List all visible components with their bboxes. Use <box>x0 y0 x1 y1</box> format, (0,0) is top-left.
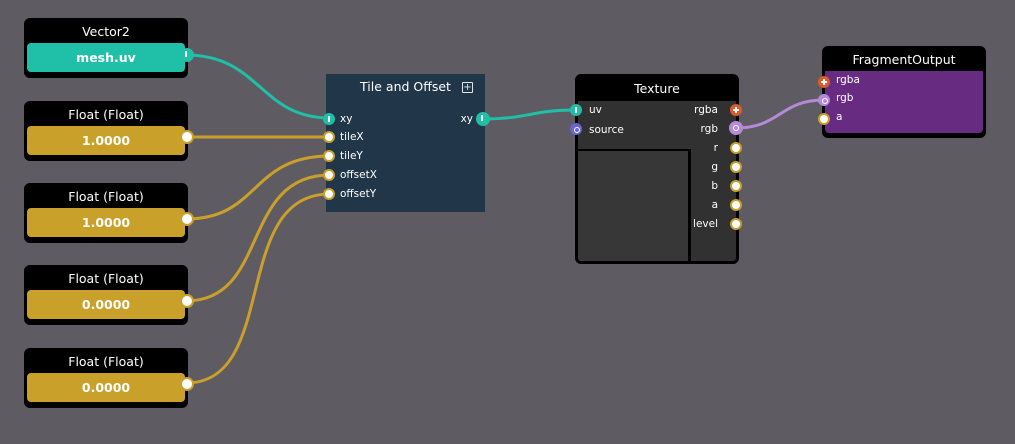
float4-output-port[interactable] <box>180 377 194 391</box>
node-title: Vector2 <box>27 21 185 43</box>
wire-vector2-to-tile-xy <box>185 53 331 120</box>
node-title: Float (Float) <box>27 268 185 290</box>
wire-texture-rgb-to-fragment-rgb <box>735 98 825 130</box>
input-label-rgba: rgba <box>836 74 860 86</box>
texture-output-port-rgb[interactable] <box>729 121 743 135</box>
texture-output-port-g[interactable] <box>730 161 742 173</box>
fragment-input-port-a[interactable] <box>818 113 830 125</box>
output-label-rgb: rgb <box>700 123 718 135</box>
tile-input-port-offsety[interactable] <box>323 188 335 200</box>
tile-input-port-offsetx[interactable] <box>323 169 335 181</box>
input-label-a: a <box>836 111 843 123</box>
wire-tile-to-texture-uv <box>481 108 577 121</box>
texture-output-port-a[interactable] <box>730 199 742 211</box>
output-label-r: r <box>713 142 718 154</box>
float-value-2[interactable]: 1.0000 <box>27 208 185 237</box>
input-label-tiley: tileY <box>340 150 363 162</box>
input-label-offsety: offsetY <box>340 188 377 200</box>
fragment-body: rgba rgb a <box>825 71 983 133</box>
texture-input-port-source[interactable] <box>570 123 582 135</box>
texture-body: uv source rgba rgb r g b a level <box>578 101 736 261</box>
float-node-1[interactable]: Float (Float) 1.0000 <box>24 101 188 161</box>
vector2-node[interactable]: Vector2 mesh.uv <box>24 18 188 78</box>
output-label-a: a <box>711 199 718 211</box>
float-node-4[interactable]: Float (Float) 0.0000 <box>24 348 188 408</box>
texture-output-port-level[interactable] <box>730 218 742 230</box>
input-label-offsetx: offsetX <box>340 169 377 181</box>
tile-input-port-tiley[interactable] <box>323 150 335 162</box>
input-label-tilex: tileX <box>340 131 364 143</box>
vector2-output-port[interactable] <box>180 48 194 62</box>
texture-node[interactable]: Texture uv source rgba rgb r g b a level <box>575 74 739 264</box>
wire-float4-to-offsety <box>185 192 331 385</box>
output-label-xy: xy <box>460 113 473 125</box>
expand-icon[interactable]: + <box>462 82 473 93</box>
float2-output-port[interactable] <box>180 212 194 226</box>
float-node-3[interactable]: Float (Float) 0.0000 <box>24 265 188 325</box>
texture-output-port-rgba[interactable] <box>730 104 742 116</box>
output-label-level: level <box>693 218 718 230</box>
fragment-input-port-rgba[interactable] <box>818 76 830 88</box>
input-label-uv: uv <box>589 104 602 116</box>
wire-float3-to-offsetx <box>185 173 331 303</box>
fragment-input-port-rgb[interactable] <box>818 94 830 106</box>
input-label-xy: xy <box>340 113 353 125</box>
input-label-rgb: rgb <box>836 92 854 104</box>
tile-input-port-tilex[interactable] <box>323 131 335 143</box>
tile-and-offset-node[interactable]: Tile and Offset + xy tileX tileY offsetX… <box>326 74 485 212</box>
node-title: Tile and Offset <box>326 74 485 100</box>
fragment-output-node[interactable]: FragmentOutput rgba rgb a <box>822 46 986 138</box>
float-node-2[interactable]: Float (Float) 1.0000 <box>24 183 188 243</box>
texture-output-port-r[interactable] <box>730 142 742 154</box>
texture-output-port-b[interactable] <box>730 180 742 192</box>
node-title: FragmentOutput <box>825 49 983 71</box>
float-value-1[interactable]: 1.0000 <box>27 126 185 155</box>
float-value-4[interactable]: 0.0000 <box>27 373 185 402</box>
tile-input-port-xy[interactable] <box>323 113 335 125</box>
input-label-source: source <box>589 124 624 136</box>
float3-output-port[interactable] <box>180 294 194 308</box>
float-value-3[interactable]: 0.0000 <box>27 290 185 319</box>
texture-preview <box>578 149 691 261</box>
vector2-value[interactable]: mesh.uv <box>27 43 185 72</box>
node-title: Texture <box>578 77 736 101</box>
tile-output-port-xy[interactable] <box>476 112 490 126</box>
node-title: Float (Float) <box>27 104 185 126</box>
output-label-b: b <box>711 180 718 192</box>
float1-output-port[interactable] <box>180 130 194 144</box>
node-title: Float (Float) <box>27 186 185 208</box>
texture-input-port-uv[interactable] <box>570 104 582 116</box>
output-label-rgba: rgba <box>694 104 718 116</box>
output-label-g: g <box>711 161 718 173</box>
wire-float2-to-tiley <box>185 154 331 221</box>
node-title: Float (Float) <box>27 351 185 373</box>
